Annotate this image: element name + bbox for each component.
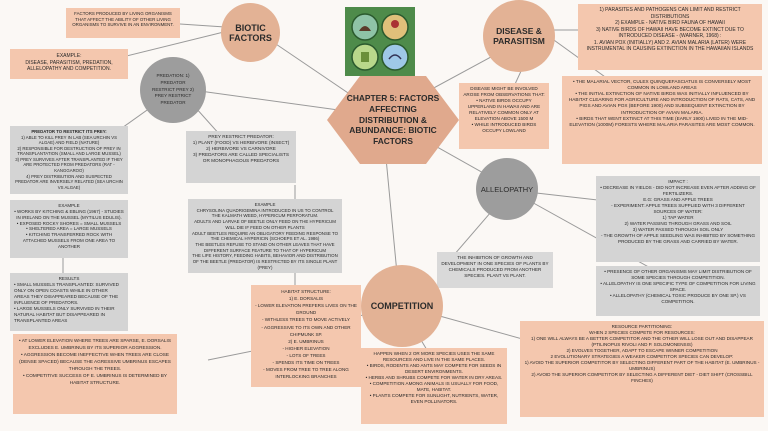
habitat-structure-box: HABITAT STRUCTURE: 1) E. DORSALIS - LOWE…: [251, 285, 361, 387]
center-title: CHAPTER 5: FACTORS AFFECTING DISTRIBUTIO…: [346, 92, 440, 147]
disease-observation-box: DISEASE MIGHT BE INVOLVED AROSE FROM OBS…: [459, 83, 549, 149]
competition-node: COMPETITION: [361, 265, 443, 347]
malaria-extinction-box: • THE MALARIAL VECTOR, CULEX QUINQUEFASC…: [562, 76, 762, 164]
biotic-example-box: EXAMPLE: DISEASE, PARASITISM, PREDATION,…: [10, 49, 128, 79]
predator-restrict-prey-box: PREDATOR TO RESTRICT ITS PREY: 1) ABLE T…: [10, 126, 128, 194]
biotic-factors-node: BIOTIC FACTORS: [221, 3, 280, 62]
disease-facts-box: 1) PARASITES AND PATHOGENS CAN LIMIT AND…: [578, 4, 762, 70]
ecosystem-illustration: [345, 7, 415, 76]
beetle-example-box: EXAMPLE CHRYSOLINA QUADRIGEMINA INTRODUC…: [188, 199, 342, 273]
allelopathy-impact-box: IMPACT : • DECREASE IN YIELDS - DID NOT …: [596, 176, 760, 262]
allelopathy-competition-box: • PRESENCE OF OTHER ORGANISMS MAY LIMIT …: [596, 266, 760, 316]
competition-definition-box: HAPPEN WHEN 2 OR MORE SPECIES USES THE S…: [361, 348, 507, 424]
mussel-example-box: EXAMPLE • WORKS BY KITCHING & EBLING (19…: [10, 200, 128, 258]
prey-restrict-predator-box: PREY RESTRICT PREDATOR: 1) PLANT (FOOD) …: [186, 131, 296, 183]
allelopathy-node: ALLELOPATHY: [476, 158, 538, 220]
resource-partitioning-box: RESOURCE PARTITIONING: WHEN 2 SPECIES CO…: [520, 321, 764, 417]
allelopathy-definition-box: THE INHIBITION OF GROWTH AND DEVELOPMENT…: [437, 252, 553, 288]
mussel-results-box: RESULTS • SMALL MUSSELS TRANSPLANTED: SU…: [10, 273, 128, 331]
biotic-definition-box: FACTORS PRODUCED BY LIVING ORGANISMS THA…: [66, 8, 180, 38]
chipmunk-competition-box: • AT LOWER ELEVATION WHERE TREES ARE SPA…: [13, 334, 177, 414]
disease-parasitism-node: DISEASE & PARASITISM: [483, 0, 555, 72]
predation-node: PREDATION: 1) PREDATOR RESTRICT PREY 2) …: [140, 57, 206, 123]
